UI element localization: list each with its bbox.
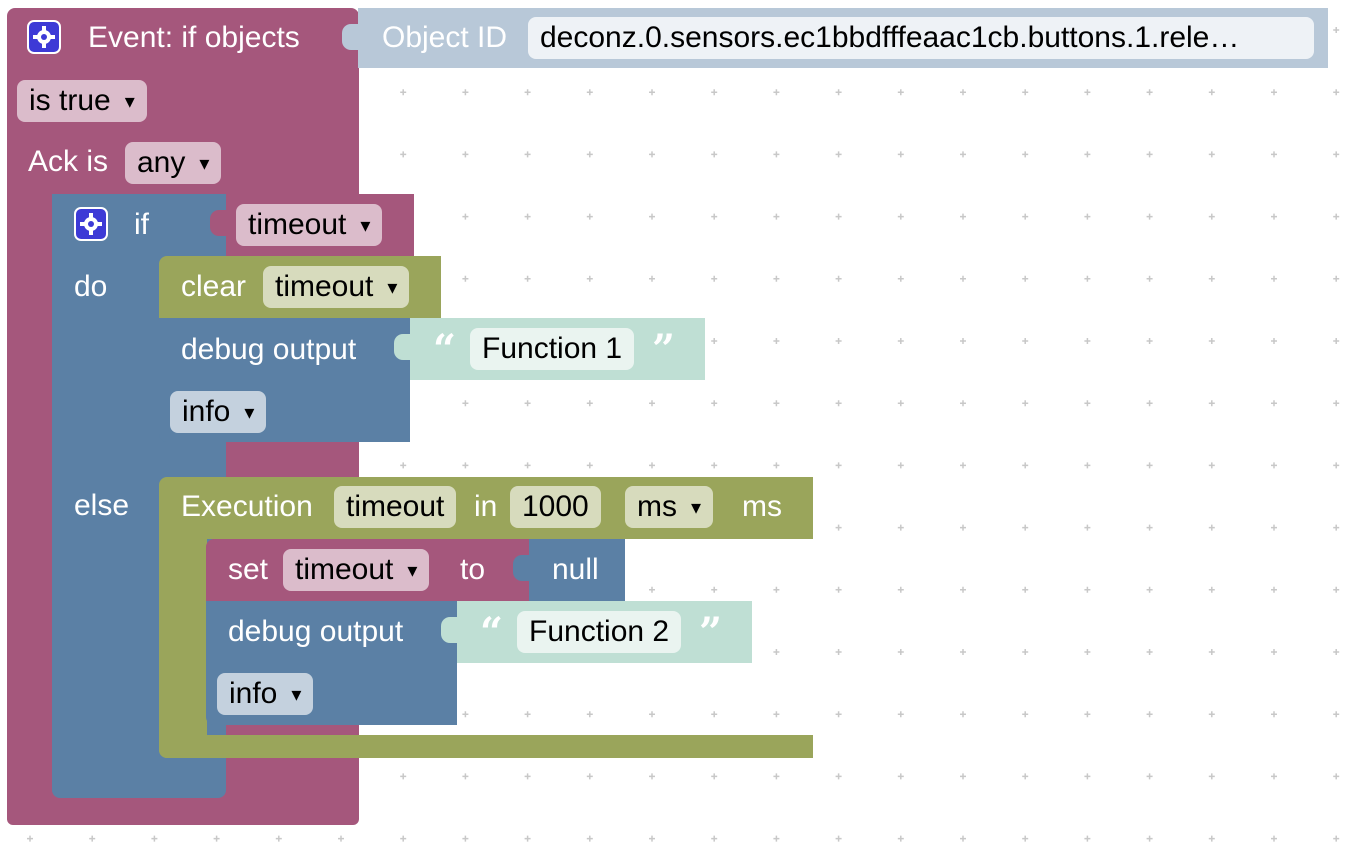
- close-quote-icon: ”: [652, 326, 676, 373]
- debug-output-2-level-dropdown[interactable]: info: [217, 673, 314, 715]
- open-quote-icon: “: [480, 609, 504, 656]
- debug-output-1-level-dropdown[interactable]: info: [170, 391, 267, 433]
- if-label: if: [134, 208, 149, 241]
- execution-label: Execution: [181, 490, 313, 523]
- object-id-connector: [342, 24, 360, 50]
- clear-label: clear: [181, 270, 247, 303]
- open-quote-icon: “: [433, 326, 457, 373]
- execution-name-field[interactable]: timeout: [334, 486, 457, 528]
- condition-dropdown[interactable]: is true: [17, 80, 147, 122]
- execution-in-label: in: [474, 490, 498, 523]
- ack-dropdown[interactable]: any: [125, 142, 222, 184]
- debug-output-1-label: debug output: [181, 333, 357, 366]
- else-label: else: [74, 489, 130, 522]
- condition-variable-dropdown[interactable]: timeout: [236, 204, 383, 246]
- debug-output-1-text-connector: [394, 334, 412, 360]
- execution-unit-dropdown[interactable]: ms: [625, 486, 714, 528]
- null-value-block[interactable]: [529, 539, 625, 601]
- if-gear-icon[interactable]: [74, 207, 108, 241]
- set-variable-dropdown[interactable]: timeout: [283, 549, 430, 591]
- close-quote-icon: ”: [699, 609, 723, 656]
- set-label: set: [228, 553, 269, 586]
- object-id-label: Object ID: [382, 21, 508, 54]
- clear-variable-dropdown[interactable]: timeout: [263, 266, 410, 308]
- null-value-label: null: [552, 553, 599, 586]
- event-title: Event: if objects: [88, 21, 300, 54]
- null-value-connector: [513, 555, 531, 581]
- debug-output-2-text-field[interactable]: Function 2: [517, 611, 682, 653]
- condition-variable-connector: [210, 210, 228, 236]
- debug-output-2-label: debug output: [228, 615, 404, 648]
- execution-delay-field[interactable]: 1000: [510, 486, 601, 528]
- debug-output-2-text-connector: [441, 617, 459, 643]
- execution-timeout-side: [159, 538, 207, 758]
- ack-label: Ack is: [28, 145, 109, 178]
- do-label: do: [74, 270, 108, 303]
- execution-timeout-bottom: [159, 735, 813, 758]
- event-gear-icon[interactable]: [27, 20, 61, 54]
- set-to-label: to: [460, 553, 486, 586]
- debug-output-1-text-field[interactable]: Function 1: [470, 328, 635, 370]
- event-block-bottom-bar: [7, 800, 359, 825]
- execution-unit-label: ms: [742, 490, 782, 523]
- object-id-field[interactable]: deconz.0.sensors.ec1bbdfffeaac1cb.button…: [528, 17, 1314, 59]
